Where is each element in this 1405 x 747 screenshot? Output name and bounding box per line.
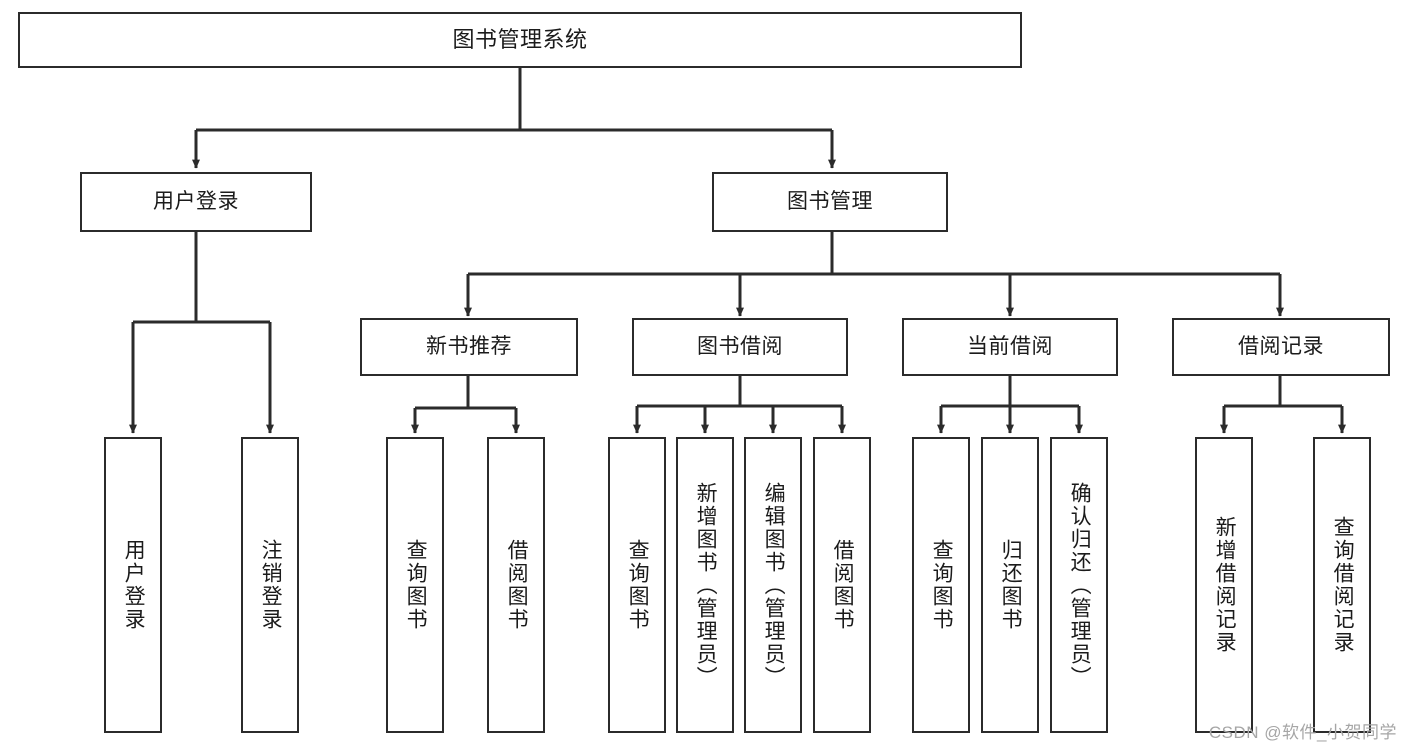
node-label: 借阅记录	[1238, 335, 1324, 359]
csdn-watermark: CSDN @软件_小贺同学	[1208, 723, 1397, 742]
node-label: 编辑图书（管理员）	[762, 481, 786, 689]
leaf-book-borrow-add-book-admin[interactable]: 新增图书（管理员）	[676, 437, 734, 733]
node-label: 新增借阅记录	[1213, 516, 1237, 654]
node-label: 图书借阅	[697, 335, 783, 359]
node-label: 当前借阅	[967, 335, 1053, 359]
leaf-current-borrow-query-book[interactable]: 查询图书	[912, 437, 970, 733]
leaf-current-borrow-return-book[interactable]: 归还图书	[981, 437, 1039, 733]
node-label: 图书管理	[787, 190, 873, 214]
node-label: 查询借阅记录	[1331, 516, 1355, 654]
leaf-user-login-signin[interactable]: 用户登录	[104, 437, 162, 733]
node-label: 注销登录	[259, 539, 283, 631]
node-label: 新书推荐	[426, 335, 512, 359]
node-root-book-management-system[interactable]: 图书管理系统	[18, 12, 1022, 68]
node-label: 用户登录	[153, 190, 239, 214]
node-borrow-record[interactable]: 借阅记录	[1172, 318, 1390, 376]
leaf-user-login-logout[interactable]: 注销登录	[241, 437, 299, 733]
node-label: 图书管理系统	[452, 26, 588, 52]
node-label: 新增图书（管理员）	[694, 481, 718, 689]
node-book-management[interactable]: 图书管理	[712, 172, 948, 232]
node-label: 查询图书	[626, 539, 650, 631]
leaf-book-borrow-query-book[interactable]: 查询图书	[608, 437, 666, 733]
leaf-book-borrow-borrow-book[interactable]: 借阅图书	[813, 437, 871, 733]
node-label: 借阅图书	[831, 539, 855, 631]
node-book-borrow[interactable]: 图书借阅	[632, 318, 848, 376]
leaf-new-book-borrow-book[interactable]: 借阅图书	[487, 437, 545, 733]
node-label: 用户登录	[122, 539, 146, 631]
node-label: 确认归还（管理员）	[1068, 481, 1092, 689]
node-new-book-recommend[interactable]: 新书推荐	[360, 318, 578, 376]
leaf-new-book-query-book[interactable]: 查询图书	[386, 437, 444, 733]
leaf-current-borrow-confirm-return-admin[interactable]: 确认归还（管理员）	[1050, 437, 1108, 733]
node-label: 查询图书	[930, 539, 954, 631]
leaf-book-borrow-edit-book-admin[interactable]: 编辑图书（管理员）	[744, 437, 802, 733]
node-label: 查询图书	[404, 539, 428, 631]
node-label: 借阅图书	[505, 539, 529, 631]
node-current-borrow[interactable]: 当前借阅	[902, 318, 1118, 376]
node-user-login[interactable]: 用户登录	[80, 172, 312, 232]
leaf-borrow-record-add-record[interactable]: 新增借阅记录	[1195, 437, 1253, 733]
leaf-borrow-record-query-record[interactable]: 查询借阅记录	[1313, 437, 1371, 733]
node-label: 归还图书	[999, 539, 1023, 631]
